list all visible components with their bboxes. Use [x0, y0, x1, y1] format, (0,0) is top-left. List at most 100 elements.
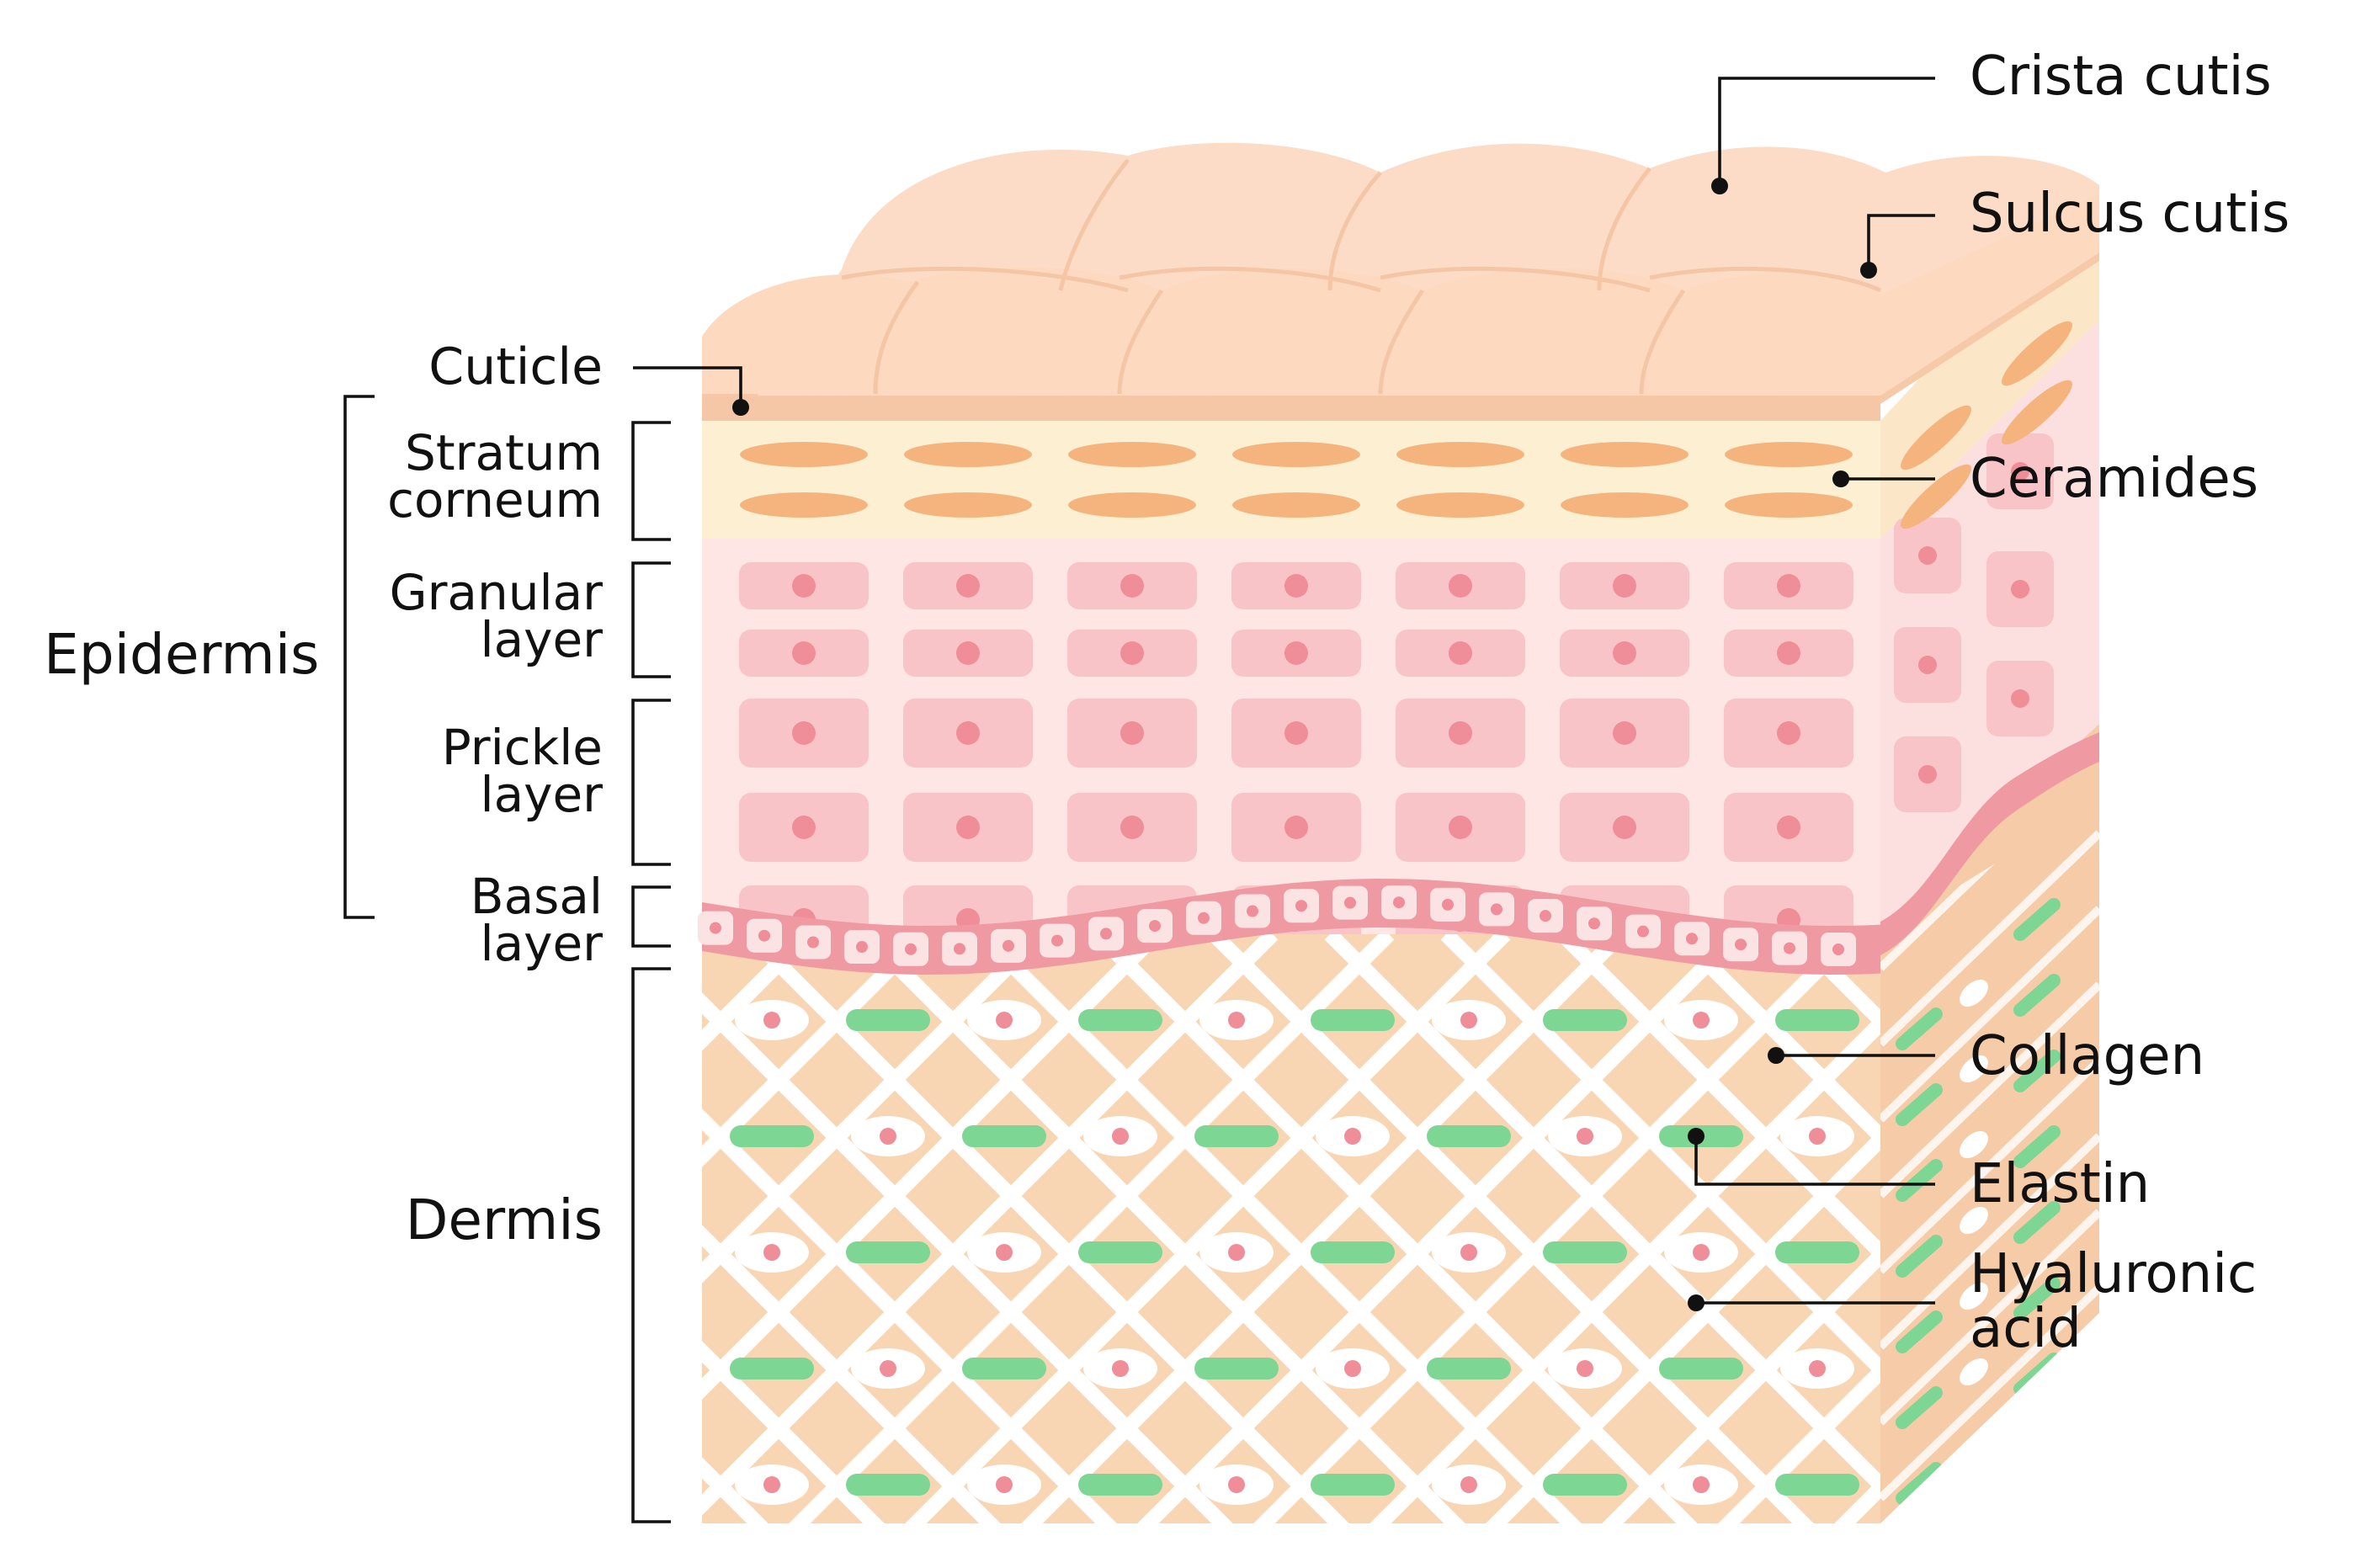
basal-cell-nucleus [1149, 920, 1161, 933]
basal-cell-nucleus [1344, 896, 1356, 909]
keratinocyte-nucleus [792, 641, 816, 665]
labels: Crista cutis Sulcus cutis Cuticle Stratu… [44, 45, 2290, 1360]
elastin-fiber [962, 1125, 1046, 1147]
label-crista-cutis: Crista cutis [1970, 45, 2272, 108]
keratinocyte-nucleus [1613, 574, 1636, 598]
side-keratinocyte-nucleus [2011, 580, 2029, 598]
keratinocyte-nucleus [792, 574, 816, 598]
side-elastin-fiber [1896, 1083, 1943, 1126]
elastin-fiber [1311, 1241, 1395, 1263]
side-keratinocyte-nucleus [1918, 546, 1937, 565]
side-elastin-fiber [1902, 1544, 1936, 1568]
bracket-granular-layer [631, 561, 671, 678]
skin-block-side-face [1880, 185, 2099, 1568]
collagen-fiber [702, 934, 1046, 1284]
side-hyaluronic-acid [1960, 1358, 1988, 1386]
basal-cell-nucleus [1442, 898, 1454, 911]
basal-cell-nucleus [905, 943, 917, 955]
ceramide [1561, 492, 1689, 518]
leader-dot-crista-cutis [1711, 178, 1728, 194]
label-prickle-layer-line2: layer [480, 766, 603, 823]
side-collagen-fiber [1880, 1284, 2099, 1502]
leader-dot-collagen [1768, 1047, 1784, 1064]
basal-cell-nucleus [1686, 933, 1698, 945]
hyaluronic-acid-core [1228, 1244, 1245, 1261]
keratinocyte-nucleus [1449, 816, 1472, 839]
hyaluronic-acid-core [1809, 1360, 1826, 1377]
basal-cell-nucleus [1100, 928, 1112, 940]
ceramide [1725, 442, 1853, 467]
label-granular-layer-line1: Granular [390, 564, 604, 621]
collagen-fiber [702, 934, 1279, 1516]
ridge-front-row [702, 194, 2099, 396]
ceramide [1396, 442, 1524, 467]
side-hyaluronic-acid [1960, 1509, 1988, 1523]
bracket-epidermis [343, 395, 375, 919]
side-ceramide [1901, 405, 1971, 470]
sulcus-lines [841, 158, 1882, 395]
collagen-lattice [0, 934, 1880, 1568]
elastin-fiber [1427, 1358, 1511, 1379]
keratinocyte-nucleus [1613, 641, 1636, 665]
collagen-fiber [0, 934, 460, 1568]
basal-cell-nucleus [807, 936, 819, 949]
label-stratum-corneum-line2: corneum [387, 471, 603, 529]
elastin-fiber [1775, 1474, 1859, 1496]
side-elastin-fiber [1896, 1310, 1943, 1353]
label-prickle-layer-line1: Prickle [442, 719, 603, 776]
side-hyaluronic-acid [1960, 1130, 1988, 1159]
keratinocyte-nucleus [1777, 574, 1800, 598]
hyaluronic-acid-core [1693, 1476, 1710, 1493]
side-hyaluronic-acid [1960, 1206, 1988, 1235]
hyaluronic-acid-core [763, 1244, 780, 1261]
elastin-fiber [1543, 1241, 1627, 1263]
elastin-fiber [1194, 1125, 1279, 1147]
hyaluronic-acid-core [1577, 1360, 1593, 1377]
collagen-fiber [0, 934, 343, 1568]
keratinocyte-nucleus [1449, 574, 1472, 598]
keratinocyte-nucleus [1120, 574, 1144, 598]
side-collagen-fiber [1880, 830, 2099, 1047]
label-granular-layer-line2: layer [480, 611, 603, 668]
basal-cell-nucleus [1002, 939, 1014, 952]
leader-sulcus-cutis [1867, 214, 1935, 270]
hyaluronic-acid-core [1460, 1012, 1477, 1029]
hyaluronic-acid-core [1112, 1128, 1129, 1145]
label-sulcus-cutis: Sulcus cutis [1970, 183, 2290, 245]
basal-cell-nucleus [1393, 896, 1405, 909]
hyaluronic-acid-core [1460, 1244, 1477, 1261]
side-ceramide [2002, 380, 2072, 445]
basal-cell-nucleus [1540, 910, 1551, 922]
hyaluronic-acid-core [763, 1476, 780, 1493]
hyaluronic-acid-core [1228, 1012, 1245, 1029]
keratinocyte-nucleus [1777, 816, 1800, 839]
label-collagen: Collagen [1970, 1025, 2204, 1087]
leader-cuticle [633, 366, 742, 407]
elastin-fiber [1543, 1474, 1627, 1496]
side-elastin-fiber [1896, 1007, 1943, 1050]
collagen-fiber [0, 934, 227, 1568]
elastin-fiber [1078, 1474, 1162, 1496]
basal-cell-nucleus [1247, 905, 1258, 917]
leader-dot-sulcus-cutis [1860, 262, 1877, 279]
collagen-fiber [1253, 934, 1859, 1523]
elastin-fiber [730, 1125, 814, 1147]
side-keratinocyte-nucleus [1918, 656, 1937, 674]
side-elastin-fiber [2013, 1201, 2061, 1244]
skin-block-front-face [0, 394, 1880, 1568]
basal-cell-nucleus [1637, 925, 1649, 938]
elastin-fiber [1078, 1009, 1162, 1031]
keratinocyte-nucleus [1120, 816, 1144, 839]
basal-cell-nucleus [1588, 917, 1600, 930]
elastin-fiber [1311, 1009, 1395, 1031]
side-hyaluronic-acid [1960, 1055, 1988, 1083]
ceramide [1068, 442, 1196, 467]
ceramides [740, 442, 1853, 518]
basal-cell-nucleus [1051, 934, 1063, 947]
collagen-fiber [0, 934, 111, 1568]
collagen-fiber [702, 934, 1162, 1400]
basal-cell-nucleus [1832, 943, 1844, 955]
leader-lines [633, 77, 1935, 1311]
side-collagen-fiber [1880, 906, 2099, 1123]
label-hyaluronic-acid-line1: Hyaluronic [1970, 1243, 2257, 1305]
